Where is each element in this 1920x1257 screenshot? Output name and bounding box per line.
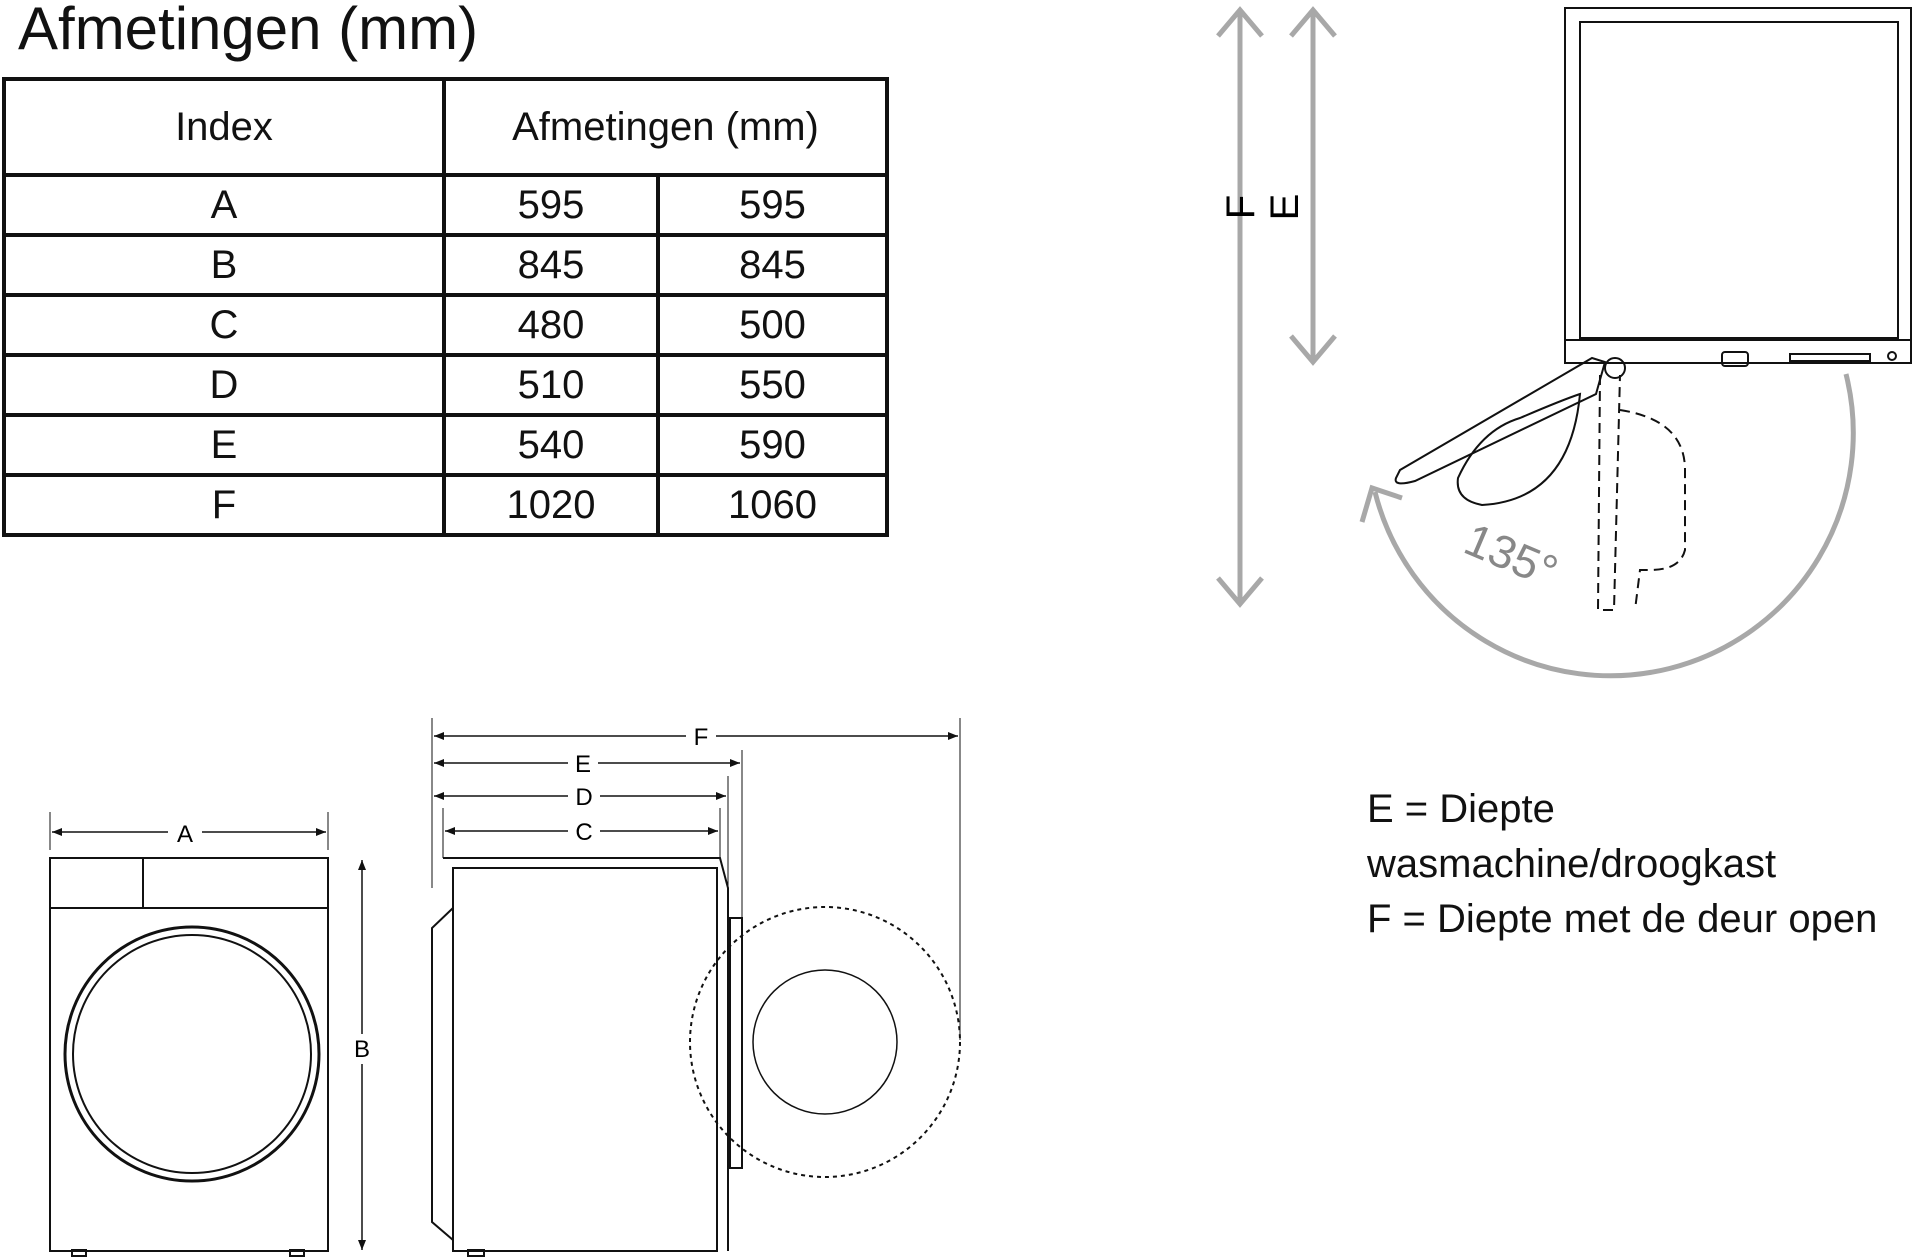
- top-drawer-slot: [1789, 353, 1871, 362]
- dim-a-label-bg: [168, 818, 202, 846]
- dim-f-arrow-top: [1216, 6, 1264, 38]
- dim-f-vertical-label: F: [1219, 195, 1263, 219]
- angle-arc: [1372, 373, 1856, 679]
- row-value-1: 480: [442, 293, 660, 357]
- row-index: A: [2, 173, 446, 237]
- table-row: A 595 595: [2, 173, 889, 237]
- top-door-window: [1456, 392, 1582, 507]
- dim-e-arrow-bottom: [1289, 334, 1337, 366]
- top-closed-door-dashed: [1596, 374, 1621, 611]
- side-cabinet: [452, 867, 718, 1252]
- dim-b-label: B: [354, 1036, 370, 1063]
- row-index: D: [2, 353, 446, 417]
- angle-arrowhead: [1359, 484, 1403, 523]
- top-closed-door-window-dashed: [1619, 409, 1686, 611]
- row-value-2: 845: [656, 233, 889, 297]
- header-dimensions: Afmetingen (mm): [442, 77, 889, 177]
- dim-b-label-bg: [348, 1034, 376, 1064]
- dim-c-label: C: [575, 819, 592, 846]
- row-value-1: 845: [442, 233, 660, 297]
- front-foot-left: [71, 1249, 87, 1257]
- row-value-2: 595: [656, 173, 889, 237]
- row-value-2: 550: [656, 353, 889, 417]
- top-open-door: [1394, 356, 1607, 485]
- dim-c-label-bg: [568, 817, 600, 845]
- top-view: [1394, 7, 1912, 611]
- top-cabinet-outer: [1564, 7, 1912, 364]
- side-back-outline: [431, 907, 454, 1241]
- side-open-door-glass: [752, 969, 898, 1115]
- dimensions-table: Index Afmetingen (mm) A 595 595 B 845 84…: [2, 77, 889, 537]
- row-value-2: 500: [656, 293, 889, 357]
- angle-label: 135°: [1457, 513, 1565, 598]
- dim-f-label-bg: [686, 722, 716, 750]
- table-row: D 510 550: [2, 353, 889, 417]
- header-index: Index: [2, 77, 446, 177]
- table-row: B 845 845: [2, 233, 889, 297]
- dim-e-vertical-label: E: [1263, 194, 1307, 221]
- side-open-door-dashed: [689, 906, 961, 1178]
- row-value-2: 1060: [656, 473, 889, 537]
- dim-f-arrow-bottom: [1216, 576, 1264, 608]
- front-door-inner: [72, 934, 312, 1174]
- front-cabinet: [49, 857, 329, 1252]
- row-index: B: [2, 233, 446, 297]
- dim-e-label: E: [575, 751, 591, 778]
- side-door-hinge: [729, 917, 743, 1169]
- dim-e-arrow-top: [1289, 6, 1337, 38]
- front-foot-right: [289, 1249, 305, 1257]
- row-value-1: 510: [442, 353, 660, 417]
- dim-d-label-bg: [568, 782, 600, 810]
- front-view: [49, 812, 329, 1257]
- side-top-outline: [443, 857, 729, 1251]
- legend-line-2: wasmachine/droogkast: [1367, 842, 1777, 886]
- legend-line-3: F = Diepte met de deur open: [1367, 897, 1878, 941]
- row-value-2: 590: [656, 413, 889, 477]
- row-value-1: 540: [442, 413, 660, 477]
- table-row: E 540 590: [2, 413, 889, 477]
- table-row: F 1020 1060: [2, 473, 889, 537]
- legend-line-1: E = Diepte: [1367, 787, 1555, 831]
- row-value-1: 1020: [442, 473, 660, 537]
- dim-a-label: A: [177, 821, 193, 848]
- dim-f-label: F: [694, 724, 709, 751]
- dim-e-label-bg: [568, 749, 598, 777]
- top-knob: [1721, 351, 1749, 367]
- dim-d-label: D: [575, 784, 592, 811]
- top-button: [1887, 351, 1897, 361]
- row-index: C: [2, 293, 446, 357]
- row-value-1: 595: [442, 173, 660, 237]
- top-door-hinge-circle: [1604, 357, 1626, 379]
- table-row: C 480 500: [2, 293, 889, 357]
- side-foot-left: [467, 1249, 485, 1257]
- table-header-row: Index Afmetingen (mm): [2, 77, 889, 177]
- top-view-gray-arrows: [1216, 6, 1856, 679]
- legend: E = Diepte wasmachine/droogkast F = Diep…: [1367, 782, 1877, 947]
- top-cabinet-inner: [1579, 21, 1899, 339]
- side-view: [431, 718, 961, 1257]
- page-title: Afmetingen (mm): [18, 0, 479, 62]
- row-index: F: [2, 473, 446, 537]
- row-index: E: [2, 413, 446, 477]
- front-door-outer: [63, 925, 321, 1183]
